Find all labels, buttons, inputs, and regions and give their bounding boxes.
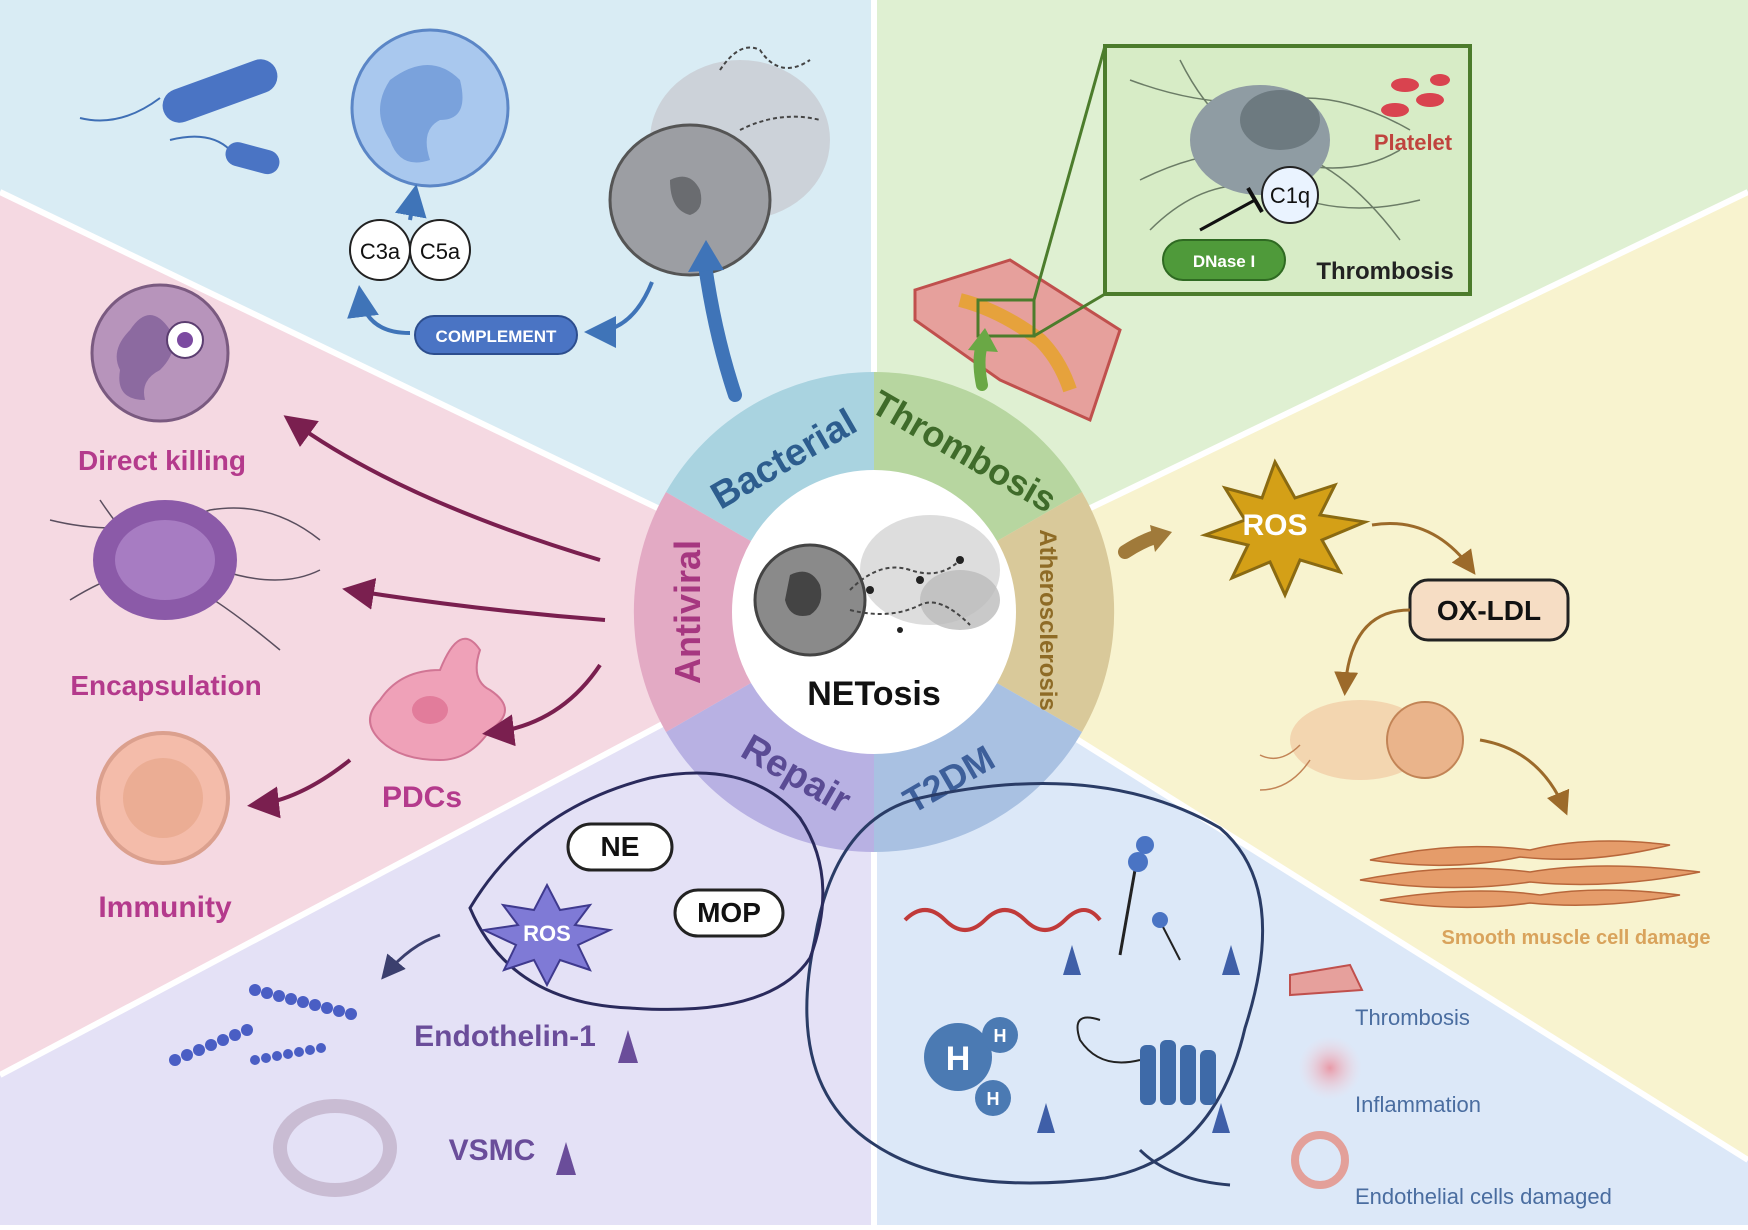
antiviral-to-direct-killing-arrow	[283, 415, 601, 562]
complement-label: COMPLEMENT	[436, 327, 558, 346]
t2dm-thrombosis-label: Thrombosis	[1355, 1005, 1470, 1030]
dnase-inhibition-line	[1199, 198, 1256, 232]
dnase-label: DNase I	[1193, 252, 1255, 271]
oxldl-label: OX-LDL	[1437, 595, 1541, 626]
bacteria-icon	[79, 59, 280, 175]
endothelin-up-marker	[618, 1030, 638, 1063]
zoom-line-bottom	[1033, 292, 1106, 338]
smooth-muscle-label: Smooth muscle cell damage	[1442, 927, 1711, 949]
bacterial-up-arrow-head	[688, 240, 724, 272]
complement-to-c3a-arrow	[347, 285, 411, 335]
cell-to-muscle-arrow	[1479, 738, 1570, 816]
t2dm-up-marker-1	[1063, 945, 1081, 975]
hydrogen-small-label-1: H	[994, 1026, 1007, 1046]
immunity-cell-icon	[96, 731, 230, 865]
thrombosis-zoom-label: Thrombosis	[1316, 258, 1453, 285]
endothelin-label: Endothelin-1	[414, 1020, 596, 1053]
thrombosis-up-arrow-head	[968, 328, 998, 352]
center-label: NETosis	[807, 675, 941, 713]
sector-antiviral-bg	[0, 192, 874, 1075]
sector-label-antiviral: Antiviral	[667, 540, 708, 684]
zoom-line-top	[1032, 45, 1107, 301]
vsmc-ring-icon	[273, 1099, 397, 1197]
hydrogen-small-icon-2	[975, 1080, 1011, 1116]
endothelial-ring-icon	[1291, 1131, 1349, 1189]
sector-repair-bg	[0, 612, 874, 1225]
sector-label-atherosclerosis: Atherosclerosis	[1034, 529, 1061, 710]
pdcs-label: PDCs	[382, 781, 462, 814]
platelet-label: Platelet	[1374, 130, 1453, 155]
c3a-to-neutrophil-arrow	[395, 184, 427, 221]
athero-in-arrow-head	[1150, 525, 1172, 552]
ros-label: ROS	[1242, 509, 1307, 542]
repair-region-outline	[468, 771, 825, 1011]
repair-ros-label: ROS	[523, 921, 571, 946]
vsmc-label: VSMC	[449, 1134, 536, 1167]
complement-pill	[414, 315, 578, 355]
hydrogen-big-label: H	[946, 1040, 971, 1078]
c1q-label: C1q	[1270, 183, 1310, 208]
t2dm-up-marker-3	[1037, 1103, 1055, 1133]
t2dm-up-marker-2	[1222, 945, 1240, 975]
repair-ros-starburst	[480, 882, 614, 988]
encapsulation-label: Encapsulation	[70, 670, 261, 701]
c1q-bubble	[1261, 166, 1319, 224]
receptor-icon	[1076, 1016, 1216, 1105]
direct-killing-label: Direct killing	[78, 445, 246, 476]
dnase-pill	[1162, 239, 1286, 281]
t2dm-up-marker-4	[1212, 1103, 1230, 1133]
bacterial-net-cell-icon	[608, 46, 830, 277]
immunity-label: Immunity	[98, 891, 232, 924]
mop-label: MOP	[697, 897, 761, 928]
t2dm-inflammation-label: Inflammation	[1355, 1092, 1481, 1117]
hydrogen-big-icon	[924, 1023, 992, 1091]
antiviral-to-encapsulation-arrow	[342, 577, 606, 622]
hydrogen-small-label-2: H	[987, 1089, 1000, 1109]
platelet-icon	[1381, 74, 1450, 117]
neutrophil-icon	[350, 28, 510, 188]
protein-chain-icon	[1118, 836, 1181, 961]
t2dm-endothelial-label: Endothelial cells damaged	[1355, 1184, 1612, 1209]
sector-t2dm-bg	[874, 612, 1748, 1225]
smooth-muscle-cells-icon	[1359, 840, 1701, 909]
vsmc-up-marker	[556, 1142, 576, 1175]
pdcs-to-immunity-arrow	[247, 758, 352, 819]
thrombosis-vessel-icon	[1289, 963, 1364, 997]
endothelin-chain-icon	[169, 984, 357, 1066]
c5a-label: C5a	[420, 239, 461, 264]
repair-out-arrow	[381, 933, 441, 980]
blood-vessel-icon	[913, 258, 1122, 423]
thrombosis-up-arrow	[973, 339, 988, 391]
bacterial-up-arrow	[698, 258, 742, 402]
encapsulation-icon	[49, 499, 321, 651]
dna-helix-icon	[903, 908, 1102, 932]
hydrogen-small-icon-1	[982, 1017, 1018, 1053]
center-net-cell-icon	[753, 515, 1000, 657]
sector-atherosclerosis-bg	[874, 192, 1748, 1225]
antiviral-to-pdcs-arrow	[482, 663, 602, 747]
sector-thrombosis-bg	[874, 0, 1748, 612]
athero-net-cell-icon	[1259, 700, 1464, 791]
ne-label: NE	[601, 831, 640, 862]
mop-pill	[673, 888, 785, 938]
zoom-source-box	[976, 298, 1036, 338]
c5a-bubble	[409, 219, 471, 281]
c3a-label: C3a	[360, 239, 401, 264]
t2dm-tail-line	[1138, 1148, 1231, 1187]
ne-pill	[566, 822, 674, 872]
ros-starburst	[1199, 458, 1371, 599]
infected-cell-icon	[90, 283, 230, 423]
ros-to-oxldl-arrow	[1371, 521, 1476, 575]
inflammation-icon	[1298, 1036, 1362, 1100]
pdc-cell-icon	[369, 637, 506, 762]
dnase-inhibition-bar	[1246, 186, 1264, 214]
net-to-complement-arrow	[584, 281, 654, 348]
oxldl-to-cell-arrow	[1334, 608, 1411, 696]
